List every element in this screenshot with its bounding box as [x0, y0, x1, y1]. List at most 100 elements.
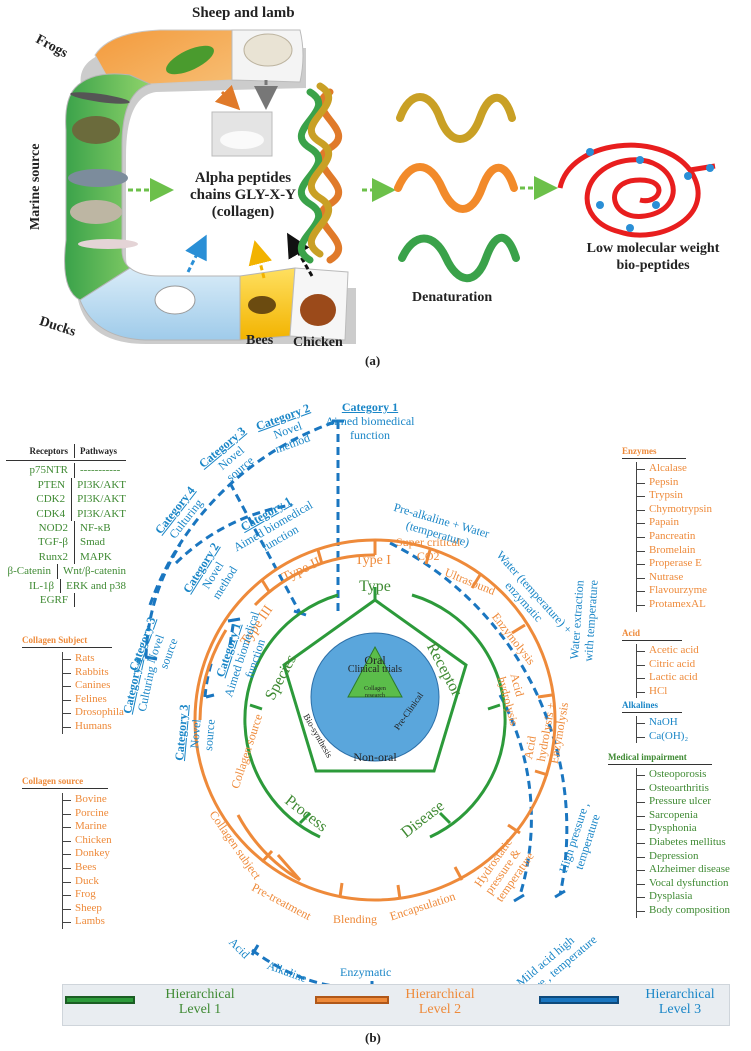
duck-icon	[154, 285, 196, 315]
receptor-row: PTEN PI3K/AKT	[6, 477, 126, 493]
receptor-row: CDK4 PI3K/AKT	[6, 506, 126, 522]
enzyme-item: Alcalase	[637, 462, 712, 476]
enzyme-item: Pepsin	[637, 476, 712, 490]
collagen-source-title: Collagen source	[22, 776, 108, 789]
collagen-subject-item: Humans	[63, 720, 124, 734]
collagen-source-item: Chicken	[63, 833, 112, 846]
receptor-name: TGF-β	[6, 535, 75, 550]
collagen-source-item: Donkey	[63, 847, 110, 860]
enzyme-item: Trypsin	[637, 489, 712, 503]
medical-impairment-item: Vocal dysfunction	[637, 876, 729, 889]
acid-title: Acid	[622, 628, 682, 641]
receptor-row: β-Catenin Wnt/β-catenin	[6, 564, 126, 579]
pathways-header: Pathways	[80, 446, 118, 456]
medical-impairment-title: Medical impairment	[608, 752, 712, 765]
receptor-name: NOD2	[6, 521, 75, 536]
bee-icon	[248, 296, 276, 314]
enzyme-item: Flavourzyme	[637, 584, 712, 598]
collagen-source-item: Bees	[63, 861, 112, 875]
collagen-subject-item: Canines	[63, 679, 124, 693]
enzyme-item: Properase E	[637, 557, 712, 571]
pathway-name: -----------	[80, 464, 121, 477]
strand-green	[398, 233, 520, 283]
label-denaturation: Denaturation	[412, 290, 493, 305]
label-clinical-trials: Clinical trials	[347, 664, 403, 675]
label-marine-source: Marine source	[28, 143, 43, 230]
label-alpha-peptides: Alpha peptides chains GLY-X-Y (collagen)	[189, 170, 296, 220]
label-bees: Bees	[246, 333, 274, 348]
medical-impairment-item: Dysphonia	[637, 822, 730, 836]
enzyme-item: Papain	[637, 516, 712, 530]
caption-b: (b)	[365, 1030, 381, 1045]
level1-ring	[243, 593, 507, 839]
legend-swatch-level2	[315, 996, 389, 1004]
frog-icon	[166, 45, 214, 75]
eel-icon	[70, 92, 130, 104]
collagen-source-item: Sheep	[63, 902, 112, 916]
level3-arcs	[144, 419, 569, 990]
panel-a-diagram	[64, 29, 716, 344]
receptor-row: EGRF	[6, 593, 126, 608]
collagen-source-item: Marine	[63, 820, 112, 834]
collagen-source-item: Bovine	[63, 793, 112, 807]
duck-arrow	[185, 234, 207, 273]
receptor-name: IL-1β	[6, 578, 62, 594]
bee-arrow	[248, 240, 273, 279]
center-triangle	[347, 645, 403, 698]
acid-item: Acetic acid	[637, 644, 699, 656]
acid-item: Citric acid	[637, 658, 699, 672]
medical-impairment-item: Pressure ulcer	[637, 795, 730, 809]
pathway-name: Wnt/β-catenin	[62, 565, 126, 578]
pathway-name: PI3K/AKT	[77, 478, 126, 491]
fish-icon	[68, 169, 128, 187]
pathway-name: PI3K/AKT	[77, 507, 126, 520]
frog-arrow	[214, 84, 241, 111]
receptors-header: Receptors	[6, 444, 75, 459]
label-oral: Oral	[364, 653, 386, 667]
chicken-arrow	[286, 232, 314, 277]
collagen-subject-item: Drosophila	[63, 706, 124, 719]
collagen-source-item: Lambs	[63, 915, 112, 929]
pathway-name	[75, 593, 80, 607]
enzyme-item: Chymotrypsin	[637, 502, 712, 515]
label-sheep-and-lamb: Sheep and lamb	[192, 5, 295, 21]
label-enzymatic-process: Enzymatic	[340, 965, 392, 979]
label-bio-peptides: Low molecular weight bio-peptides	[586, 241, 720, 273]
chicken-icon	[300, 294, 336, 326]
collagen-subject-title: Collagen Subject	[22, 635, 112, 648]
receptor-name: CDK4	[6, 506, 73, 522]
receptor-name: β-Catenin	[6, 564, 58, 579]
receptor-name: PTEN	[6, 477, 73, 493]
collagen-subject-item: Rabbits	[63, 666, 124, 680]
medical-impairment-item: Body composition	[637, 903, 730, 916]
collagen-subject-item: Rats	[63, 652, 124, 666]
collagen-source-item: Duck	[63, 875, 112, 889]
receptor-row: p75NTR-----------	[6, 463, 126, 478]
collagen-source-item: Porcine	[63, 807, 112, 821]
legend-swatch-level3	[539, 996, 619, 1004]
alkaline-item: Ca(OH)₂	[636, 729, 689, 742]
receptor-name: CDK2	[6, 492, 73, 507]
collagen-source-item: Frog	[63, 888, 112, 902]
caption-a: (a)	[365, 353, 381, 368]
squid-icon	[78, 239, 138, 249]
label-blending: Blending	[333, 912, 377, 926]
enzyme-item: ProtamexAL	[637, 598, 712, 612]
medical-impairment-item: Dysplasia	[637, 890, 730, 904]
pathway-name: MAPK	[80, 550, 112, 563]
label-type: Type	[359, 578, 391, 595]
